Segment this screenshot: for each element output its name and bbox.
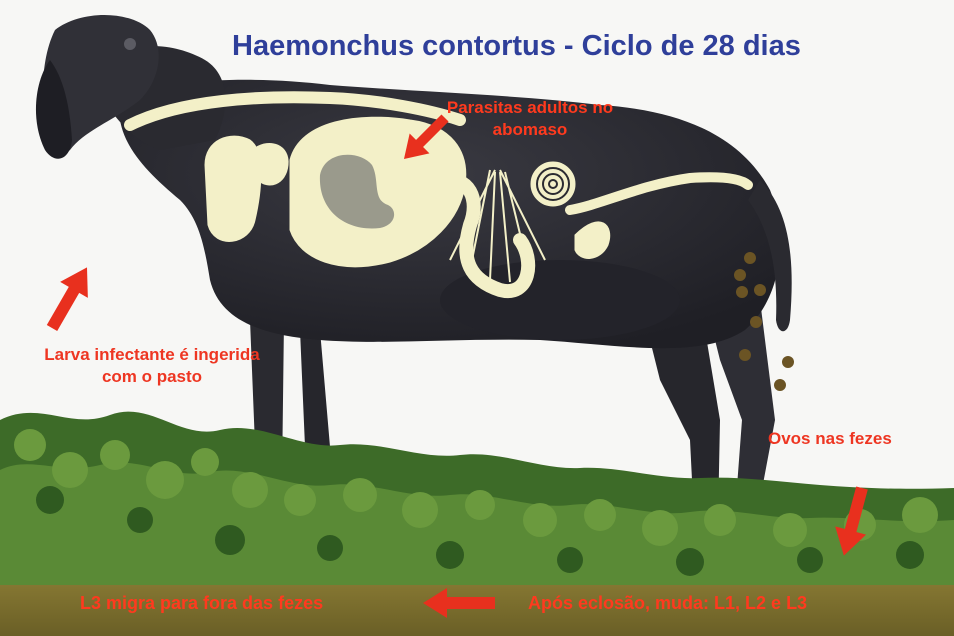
- egg: [734, 269, 746, 281]
- egg: [739, 349, 751, 361]
- label-l3-migration: L3 migra para fora das fezes: [80, 592, 323, 614]
- reticulum: [255, 143, 288, 185]
- rumen-left: [205, 136, 261, 241]
- diagram-title: Haemonchus contortus - Ciclo de 28 dias: [232, 30, 801, 63]
- egg: [754, 284, 766, 296]
- label-eggs-in-feces: Ovos nas fezes: [768, 428, 892, 450]
- label-infective-larva: Larva infectante é ingerida com o pasto: [38, 344, 266, 388]
- sheep-eye: [124, 38, 136, 50]
- egg: [744, 252, 756, 264]
- egg: [774, 379, 786, 391]
- egg: [750, 316, 762, 328]
- label-hatch-molt: Após eclosão, muda: L1, L2 e L3: [528, 592, 807, 614]
- egg: [736, 286, 748, 298]
- egg: [782, 356, 794, 368]
- label-adult-parasites: Parasitas adultos no abomaso: [435, 97, 625, 141]
- arrow-larva: [38, 259, 101, 336]
